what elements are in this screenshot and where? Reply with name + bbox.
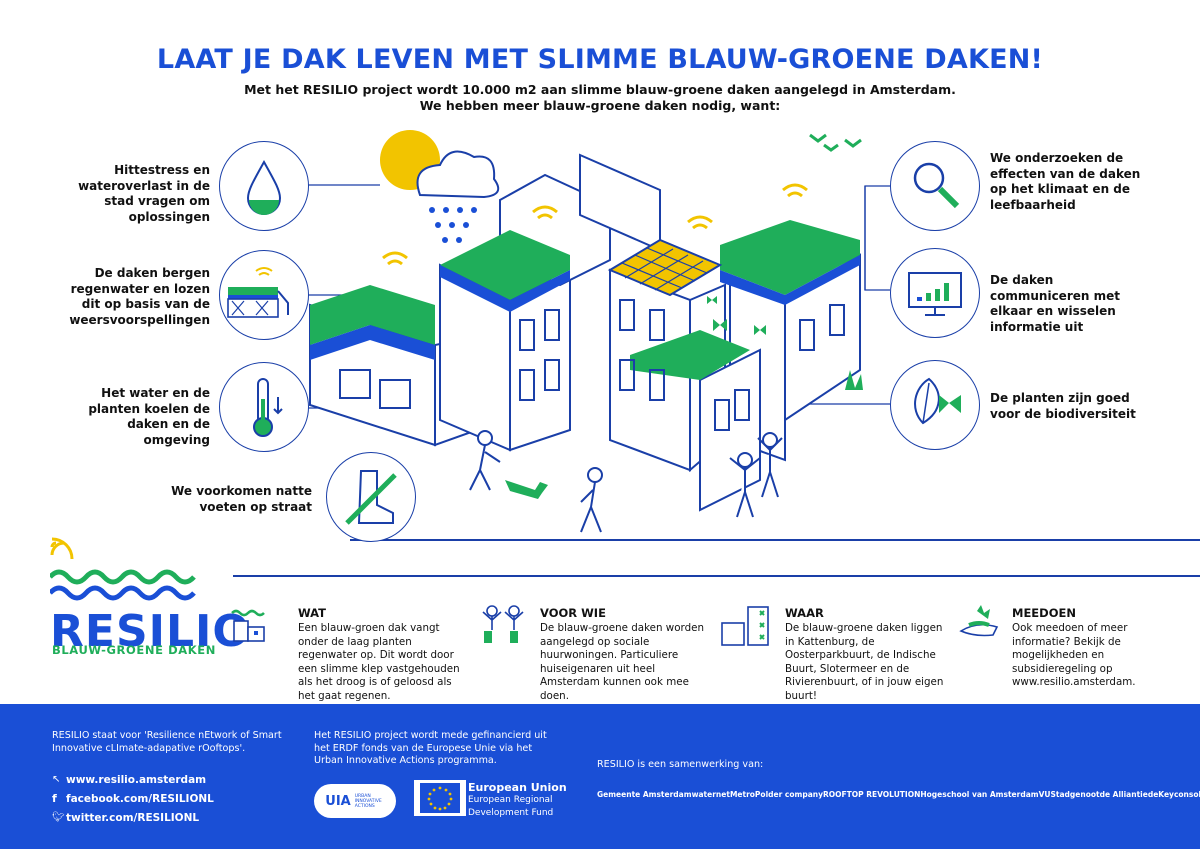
partner-consolidated: consolidated [1173,790,1200,799]
boot-icon [345,470,397,525]
circle-boot [326,452,416,542]
left-point-2: De daken bergen regenwater en lozen dit … [69,266,210,327]
left-point-1: Hittestress en wateroverlast in de stad … [78,163,210,224]
info-voor-wie: VOOR WIE De blauw-groene daken worden aa… [540,606,710,704]
info-meedoen-title: MEEDOEN [1012,606,1076,620]
subtitle-line-1: Met het RESILIO project wordt 10.000 m2 … [244,82,956,97]
info-voor-wie-body: De blauw-groene daken worden aangelegd o… [540,622,704,702]
partner-rooftop: ROOFTOP REVOLUTION [822,790,921,799]
circle-leaf [890,360,980,450]
info-wat: WAT Een blauw-groen dak vangt onder de l… [298,606,468,704]
footer-link-twitter[interactable]: 🐦︎ twitter.com/RESILIONL [52,808,214,827]
partner-stadgenoot: Stadgenoot [1050,790,1100,799]
uia-logo-text: UIA [325,793,351,809]
circle-water-drop [219,141,309,231]
info-waar-body: De blauw-groene daken liggen in Kattenbu… [785,622,944,702]
info-meedoen-body: Ook meedoen of meer informatie? Bekijk d… [1012,622,1136,689]
footer: RESILIO staat voor 'Resilience nEtwork o… [0,704,1200,849]
partner-vu: VU [1038,790,1051,799]
footer-link-facebook-text[interactable]: facebook.com/RESILIONL [66,792,214,805]
info-wat-body: Een blauw-groen dak vangt onder de laag … [298,622,460,702]
footer-links: ↖ www.resilio.amsterdam f facebook.com/R… [52,770,214,827]
partner-alliantie: de Alliantie [1099,790,1148,799]
footer-link-facebook[interactable]: f facebook.com/RESILIONL [52,789,214,808]
buildings-icon [721,606,769,646]
footer-link-twitter-text[interactable]: twitter.com/RESILIONL [66,811,200,824]
footer-funding: Het RESILIO project wordt mede gefinanci… [314,730,547,766]
uia-logo: UIA URBAN INNOVATIVE ACTIONS [314,784,396,818]
water-drop-icon [246,159,282,215]
partner-gemeente: Gemeente Amsterdam [597,790,692,799]
city-illustration [233,130,1200,577]
eu-sub-1: European Regional [468,795,553,805]
right-point-3: De planten zijn goed voor de biodiversit… [990,391,1136,421]
footer-link-website-text[interactable]: www.resilio.amsterdam [66,773,207,786]
people-icon [482,605,524,643]
eu-text: European Union European Regional Develop… [468,781,567,820]
logo-tagline: BLAUW-GROENE DAKEN [52,643,216,657]
info-wat-title: WAT [298,606,327,620]
logo-graphic [50,537,196,601]
footer-link-website[interactable]: ↖ www.resilio.amsterdam [52,770,214,789]
page-subtitle: Met het RESILIO project wordt 10.000 m2 … [0,82,1200,114]
facebook-icon: f [52,792,57,805]
dog-icon [505,480,548,499]
eu-flag [414,780,466,816]
left-point-4: We voorkomen natte voeten op straat [171,484,312,514]
leaf-butterfly-icon [914,377,961,425]
monitor-chart-icon [908,272,962,316]
info-voor-wie-title: VOOR WIE [540,606,606,620]
page-title: LAAT JE DAK LEVEN MET SLIMME BLAUW-GROEN… [156,44,1044,75]
info-waar: WAAR De blauw-groene daken liggen in Kat… [785,606,955,704]
info-meedoen: MEEDOEN Ook meedoen of meer informatie? … [1012,606,1182,690]
logo-name: RESILIO [50,606,251,657]
partner-metropolder: MetroPolder company [729,790,823,799]
partner-logos: Gemeente Amsterdam waternet MetroPolder … [597,790,1200,799]
right-point-1: We onderzoeken de effecten van de daken … [990,151,1141,212]
hand-plant-icon [959,605,999,637]
eu-title: European Union [468,781,567,794]
right-point-2: De daken communiceren met elkaar en wiss… [990,273,1120,334]
twitter-icon: 🐦︎ [52,812,65,823]
birds-icon [809,133,862,152]
eu-stars-icon [420,783,460,813]
partner-dekey: deKey [1147,790,1174,799]
partner-hva: Hogeschool van Amsterdam [920,790,1039,799]
circle-monitor [890,248,980,338]
thermometer-icon [253,378,283,437]
circle-roof-storage [219,250,309,340]
circle-magnifier [890,141,980,231]
footer-about: RESILIO staat voor 'Resilience nEtwork o… [52,730,282,754]
uia-logo-sub: URBAN INNOVATIVE ACTIONS [354,793,382,809]
magnifier-icon [913,162,960,209]
cloud-icon [416,150,500,199]
partners-label: RESILIO is een samenwerking van: [597,759,764,770]
circle-thermometer [219,362,309,452]
partner-waternet: waternet [691,790,730,799]
info-waar-title: WAAR [785,606,824,620]
left-point-3: Het water en de planten koelen de daken … [88,386,210,447]
roof-storage-icon [227,267,289,318]
cursor-icon: ↖ [52,774,61,785]
eu-sub-2: Development Fund [468,808,554,818]
subtitle-line-2: We hebben meer blauw-groene daken nodig,… [419,98,781,113]
house-icon [231,609,265,642]
